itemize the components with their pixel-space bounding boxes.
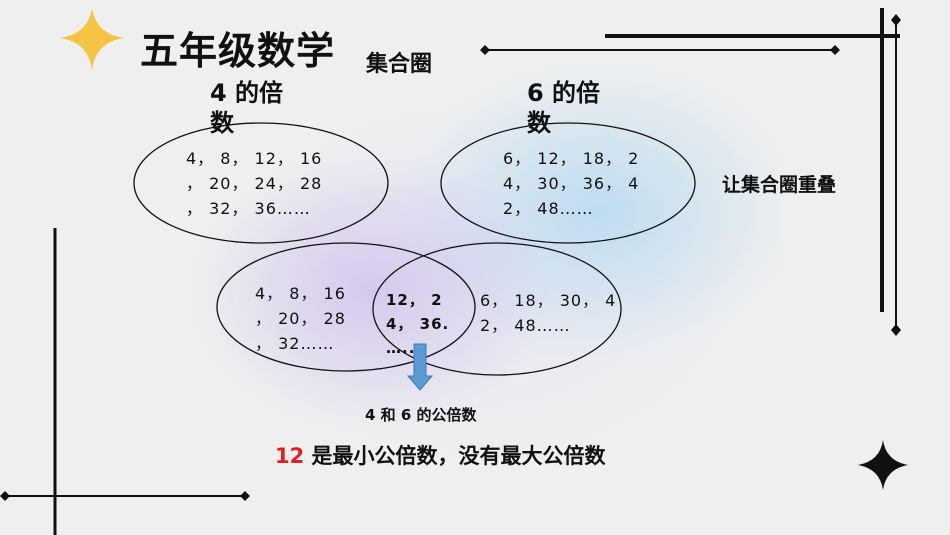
set-numbers-6: 6， 12， 18， 2 4， 30， 36， 4 2， 48…… (503, 146, 639, 221)
number-line: 4， 8， 16 (255, 284, 346, 303)
number-line: 12， 2 (386, 291, 443, 309)
set-label-4: 4 的倍数 (210, 79, 284, 137)
page-subtitle: 集合圈 (366, 52, 433, 77)
background-glow (180, 60, 780, 480)
number-line: ….. (386, 339, 416, 357)
set-circle-4 (133, 122, 389, 244)
number-line: 4， 30， 36， 4 (503, 174, 640, 193)
down-arrow-icon (406, 343, 434, 391)
number-line: 2， 48…… (503, 199, 594, 218)
number-line: ， 32， 36…… (186, 199, 311, 218)
line-end-diamond (891, 324, 901, 336)
number-line: ， 32…… (255, 334, 335, 353)
set-numbers-4: 4， 8， 12， 16 ， 20， 24， 28 ， 32， 36…… (186, 146, 322, 221)
number-line: 6， 12， 18， 2 (503, 149, 640, 168)
common-multiples: 12， 2 4， 36. ….. (386, 288, 449, 360)
number-line: 4， 8， 12， 16 (186, 149, 323, 168)
line-end-diamond (830, 45, 840, 55)
overlap-circle-left (216, 242, 476, 372)
side-note: 让集合圈重叠 (722, 174, 837, 196)
line-end-diamond (891, 14, 901, 26)
number-line: 2， 48…… (480, 316, 571, 335)
overlap-right-numbers: 6， 18， 30， 4 2， 48…… (480, 288, 616, 338)
common-multiples-caption: 4 和 6 的公倍数 (365, 406, 477, 424)
number-line: ， 20， 28 (255, 309, 346, 328)
line-end-diamond (480, 45, 490, 55)
overlap-left-numbers: 4， 8， 16 ， 20， 28 ， 32…… (255, 281, 346, 356)
line-end-diamond (240, 491, 250, 501)
number-line: 6， 18， 30， 4 (480, 291, 617, 310)
overlap-circle-right (372, 242, 622, 376)
conclusion: 12 是最小公倍数，没有最大公倍数 (275, 440, 606, 470)
yellow-star-icon (60, 8, 124, 70)
number-line: 4， 36. (386, 315, 450, 333)
black-star-icon (858, 440, 908, 490)
set-label-6: 6 的倍数 (527, 79, 601, 137)
number-line: ， 20， 24， 28 (186, 174, 323, 193)
conclusion-text: 是最小公倍数，没有最大公倍数 (304, 444, 606, 468)
conclusion-highlight: 12 (275, 444, 305, 468)
page-title: 五年级数学 (140, 28, 336, 73)
line-end-diamond (0, 491, 10, 501)
set-circle-6 (440, 122, 696, 244)
